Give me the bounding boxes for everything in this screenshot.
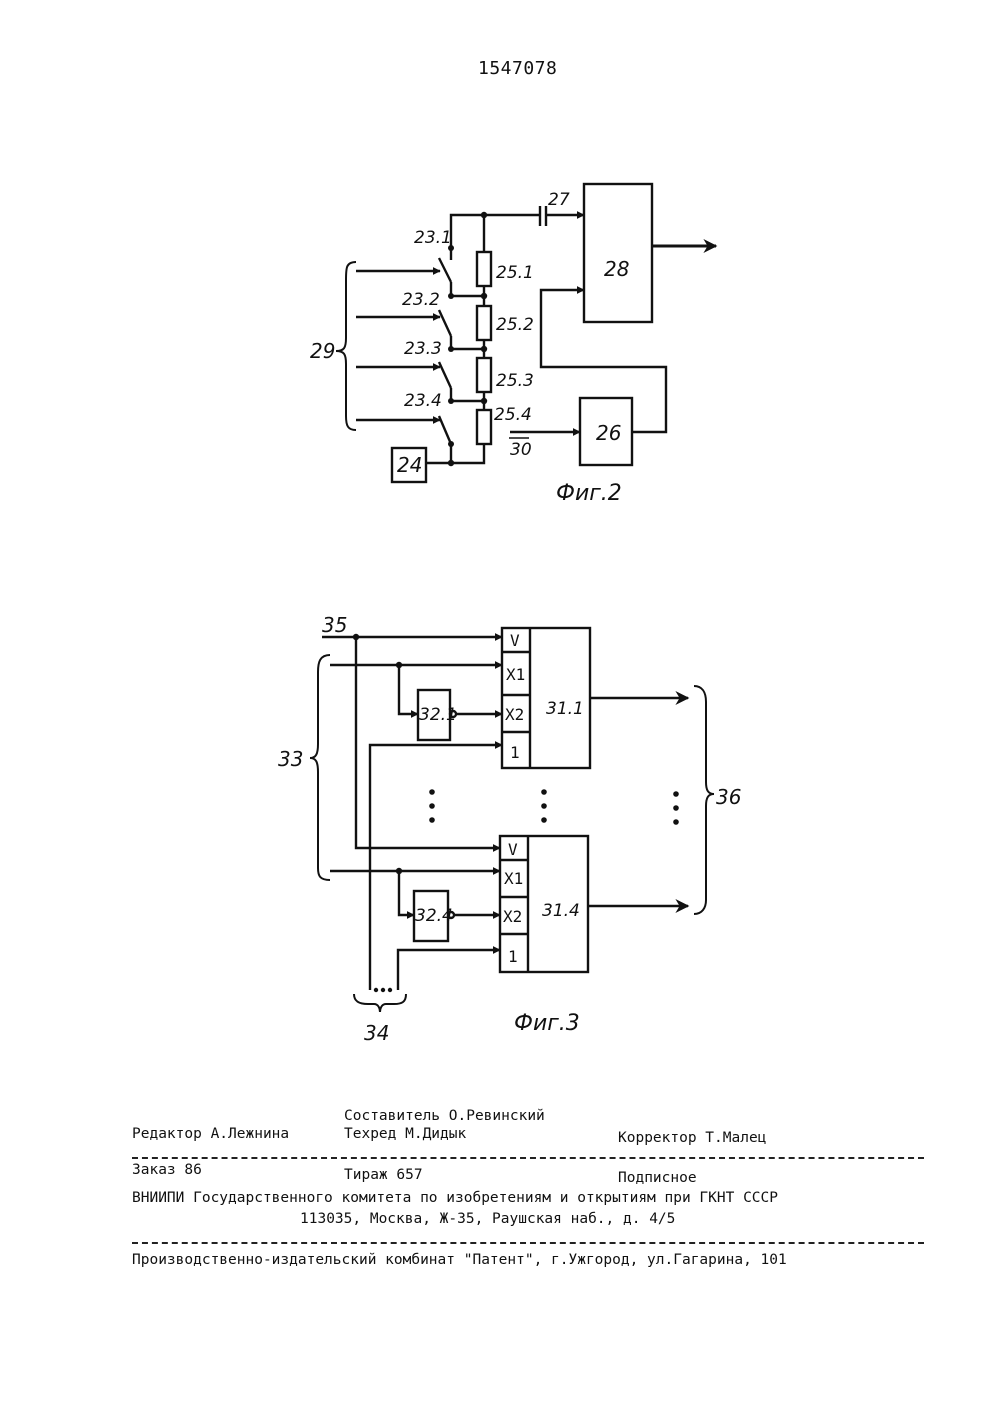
port-x2-31-4: X2 [503, 907, 522, 926]
port-x1-31-4: X1 [504, 869, 523, 888]
brace-34 [354, 994, 406, 1012]
figures: 23.1 23.2 23.3 23.4 25.1 25.2 25.3 25.4 … [0, 0, 1000, 1090]
label-block-31-1: 31.1 [546, 699, 584, 719]
brace-33 [310, 655, 330, 880]
imprint-techred: Техред М.Дидык [344, 1126, 466, 1142]
label-block-26: 26 [596, 421, 621, 445]
resistor-25-4 [477, 410, 491, 444]
caption-fig-2: Фиг.2 [556, 481, 622, 506]
imprint-compiler: Составитель О.Ревинский [344, 1108, 545, 1124]
label-resistor-25-2: 25.2 [496, 315, 534, 335]
imprint-institute: ВНИИПИ Государственного комитета по изоб… [132, 1190, 778, 1206]
imprint-corrector: Корректор Т.Малец [618, 1130, 766, 1146]
label-block-24: 24 [397, 453, 422, 477]
label-input-30: 30 [510, 440, 532, 460]
imprint-order: Заказ 86 [132, 1162, 202, 1178]
port-x1-31-1: X1 [506, 665, 525, 684]
switch-23-2 [439, 310, 451, 336]
label-inverter-32-4: 32.4 [415, 906, 453, 926]
label-resistor-25-4: 25.4 [494, 405, 532, 425]
imprint-subscription: Подписное [618, 1170, 697, 1186]
label-input-35: 35 [322, 613, 347, 637]
resistor-25-1 [477, 252, 491, 286]
label-resistor-25-3: 25.3 [496, 371, 534, 391]
label-switch-23-2: 23.2 [402, 290, 440, 310]
label-switch-23-3: 23.3 [404, 339, 442, 359]
label-bus-33: 33 [278, 747, 303, 771]
label-bus-34: 34 [364, 1021, 389, 1045]
label-switch-23-1: 23.1 [414, 228, 452, 248]
imprint-editor: Редактор А.Лежнина [132, 1126, 289, 1142]
brace-29 [336, 262, 356, 430]
imprint-address: 113035, Москва, Ж-35, Раушская наб., д. … [300, 1211, 675, 1227]
label-bus-29: 29 [310, 339, 335, 363]
label-resistor-25-1: 25.1 [496, 263, 534, 283]
port-x2-31-1: X2 [505, 705, 524, 724]
divider [132, 1242, 924, 1244]
fig3-dots [353, 634, 679, 992]
resistor-25-2 [477, 306, 491, 340]
port-v-31-4: V [508, 840, 518, 859]
port-1-31-4: 1 [508, 947, 518, 966]
label-bus-36: 36 [716, 785, 741, 809]
switch-23-3 [439, 362, 451, 388]
switch-23-1 [439, 258, 451, 282]
label-block-31-4: 31.4 [542, 901, 580, 921]
brace-36 [694, 686, 714, 914]
label-capacitor-27: 27 [548, 190, 570, 210]
port-1-31-1: 1 [510, 743, 520, 762]
imprint-printer: Производственно-издательский комбинат "П… [132, 1252, 787, 1268]
label-block-28: 28 [604, 257, 629, 281]
label-switch-23-4: 23.4 [404, 391, 442, 411]
imprint-circulation: Тираж 657 [344, 1167, 423, 1183]
label-inverter-32-1: 32.1 [419, 705, 457, 725]
resistor-25-3 [477, 358, 491, 392]
divider [132, 1157, 924, 1159]
caption-fig-3: Фиг.3 [514, 1011, 580, 1036]
port-v-31-1: V [510, 631, 520, 650]
fig3-labels: V X1 X2 1 31.1 32.1 V X1 X2 1 31.4 32.4 … [278, 613, 741, 1045]
switch-23-4 [439, 416, 451, 444]
block-28 [584, 184, 652, 322]
